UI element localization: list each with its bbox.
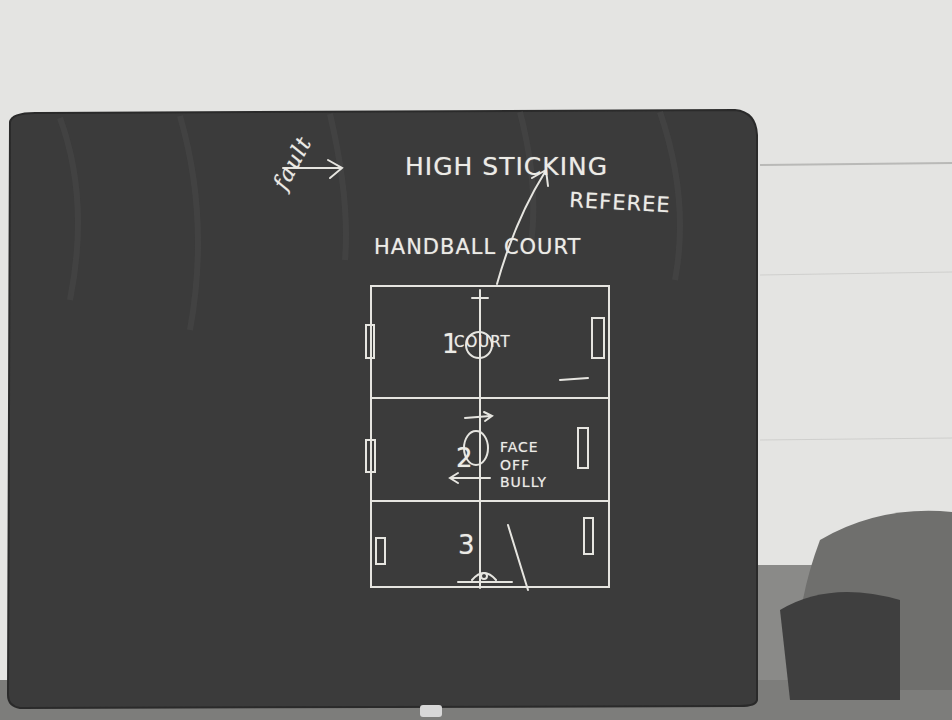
court-zone: 3 (372, 502, 608, 586)
goal-area (458, 573, 512, 582)
gym-mat (8, 110, 757, 708)
foul-heading: HIGH STICKING (405, 152, 608, 181)
wall-seam (760, 438, 952, 440)
chalk-mark (508, 525, 528, 590)
zone-label: FACE OFF BULLY (500, 439, 564, 492)
court-outline: HANDBALL COURT1COURT2FACE OFF BULLY3 (370, 285, 610, 588)
chalk-arrow (497, 170, 548, 284)
wall-seam (760, 163, 952, 165)
chalk-mark (472, 292, 488, 304)
zone-number: 3 (458, 530, 476, 560)
side-goal (376, 538, 385, 564)
zone-label: COURT (454, 333, 511, 351)
floor-object (420, 705, 442, 717)
wall-seam (760, 272, 952, 275)
chalk-arrow (465, 412, 492, 421)
bag (780, 592, 900, 700)
role-label: REFEREE (569, 188, 671, 217)
chalk-arrow (450, 473, 490, 483)
court-zone: 2 FACE OFF BULLY (372, 399, 608, 502)
side-goal (584, 518, 593, 554)
foul-note: fault (268, 132, 317, 193)
side-goal (592, 318, 604, 358)
court-heading: HANDBALL COURT (374, 235, 581, 259)
zone-number: 2 (456, 443, 474, 473)
court-zone: 1COURT (372, 287, 608, 399)
chalk-mark (560, 378, 588, 380)
chalk-mark (481, 573, 487, 579)
side-goal (578, 428, 588, 468)
chalk-drawing (283, 160, 604, 590)
